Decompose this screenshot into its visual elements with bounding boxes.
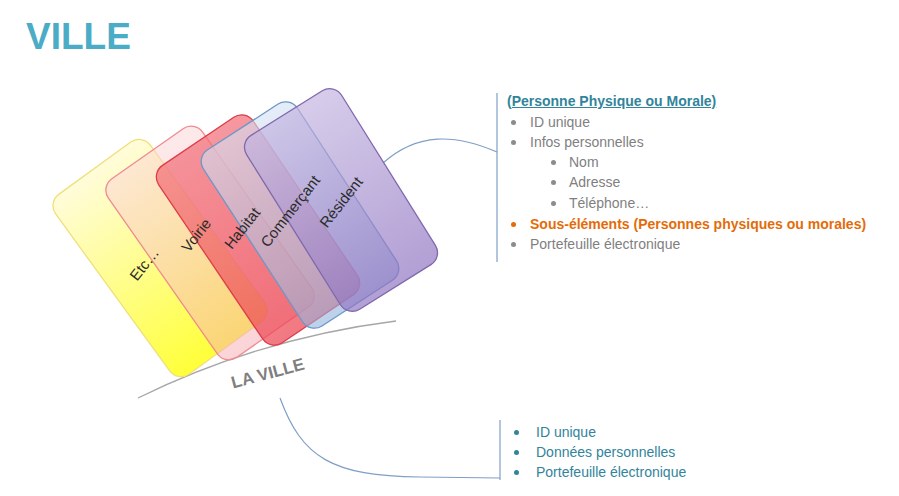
list-item: ID unique (530, 113, 590, 131)
bullet-dot (511, 242, 516, 247)
bullet-dot (511, 140, 516, 145)
bullet-dot (514, 430, 519, 435)
bullet-dot (551, 201, 556, 206)
list-item: Nom (569, 153, 599, 171)
list-item: Portefeuille électronique (536, 463, 686, 481)
leader-line (383, 139, 497, 163)
list-item: Téléphone… (569, 194, 649, 212)
list-item: Données personnelles (536, 443, 675, 461)
list-item: ID unique (536, 423, 596, 441)
list-item: Adresse (569, 173, 620, 191)
bullet-dot (551, 160, 556, 165)
bullet-dot (511, 120, 516, 125)
bullet-dot (514, 470, 519, 475)
list-item: Sous-éléments (Personnes physiques ou mo… (530, 215, 866, 233)
bracket-line (496, 93, 497, 262)
city-label: LA VILLE (229, 356, 306, 393)
bracket-line (499, 420, 500, 480)
leader-line (280, 398, 500, 478)
bullet-dot (551, 180, 556, 185)
list-item: Infos personnelles (530, 133, 644, 151)
bullet-dot (514, 450, 519, 455)
category-card: Résident (211, 70, 471, 330)
page-title: VILLE (26, 16, 131, 58)
bullet-dot (511, 222, 516, 227)
list-item: Portefeuille électronique (530, 235, 680, 253)
list-item: (Personne Physique ou Morale) (507, 92, 716, 110)
card-outline (239, 83, 443, 316)
